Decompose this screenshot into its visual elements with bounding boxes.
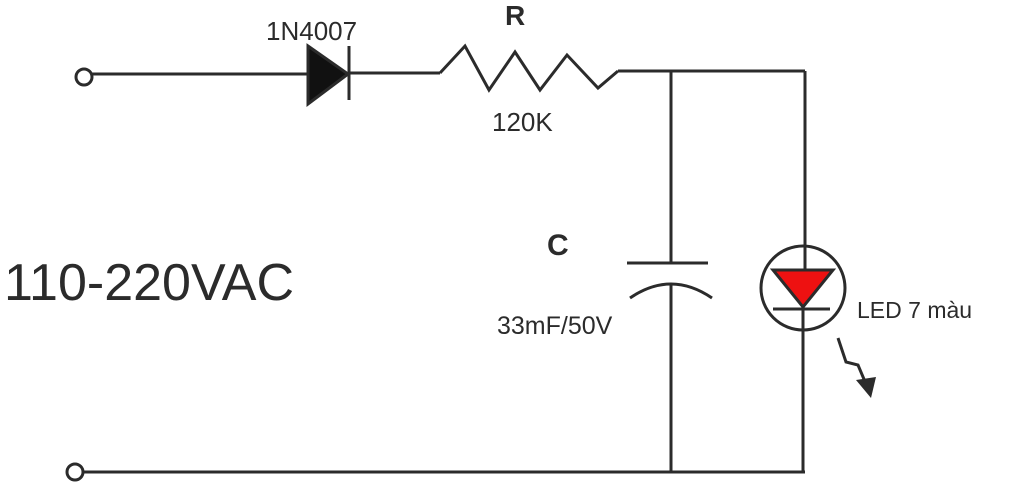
resistor-symbol: [438, 43, 619, 93]
input-terminal-top[interactable]: [74, 67, 94, 87]
capacitor-name-label: C: [547, 229, 569, 262]
resistor-name-label: R: [505, 0, 525, 31]
supply-voltage-label: 110-220VAC: [4, 254, 294, 312]
diode-symbol: [306, 43, 351, 107]
light-emission-arrow-icon: [836, 337, 876, 398]
input-terminal-bottom[interactable]: [65, 462, 85, 482]
capacitor-value-label: 33mF/50V: [497, 312, 613, 340]
led-label: LED 7 màu: [857, 297, 972, 323]
resistor-value-label: 120K: [492, 107, 553, 137]
diode-label: 1N4007: [266, 16, 357, 46]
